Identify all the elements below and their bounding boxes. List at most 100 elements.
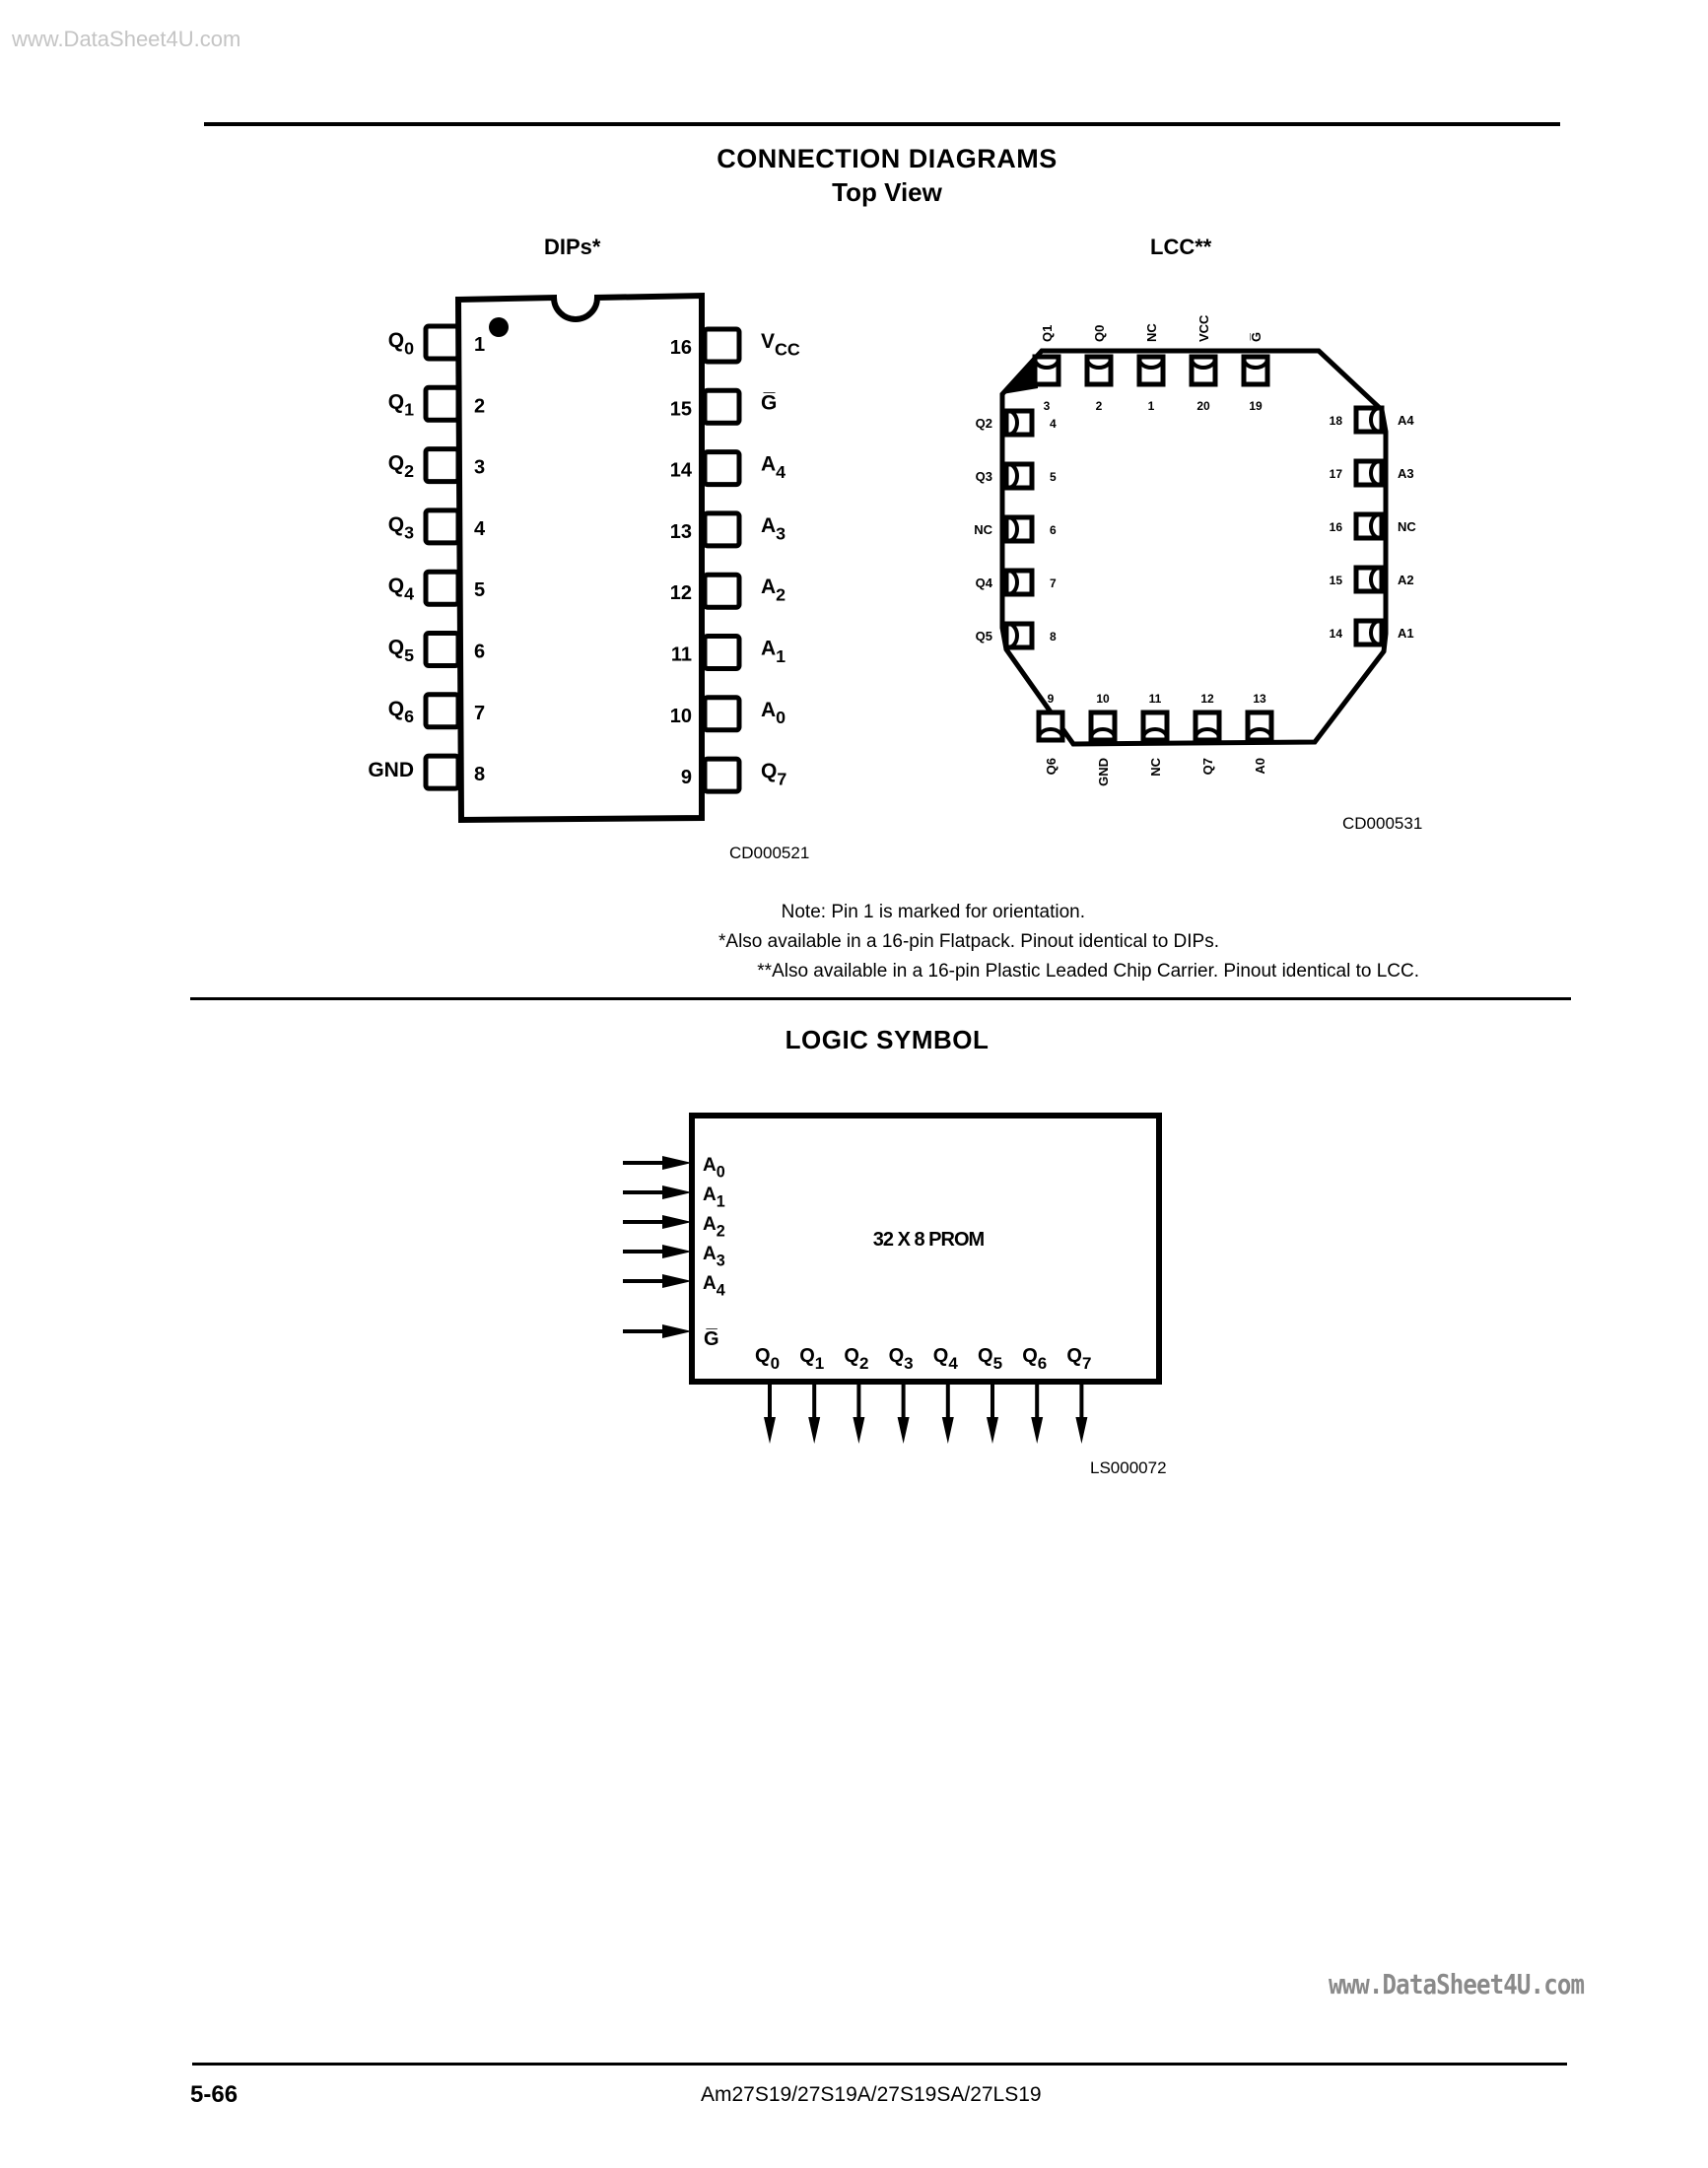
lcc-code: CD000531: [1342, 814, 1423, 833]
arrow-down-icon: [808, 1417, 821, 1444]
arrow-down-icon: [764, 1417, 776, 1444]
lcc-pin-name: Q7: [1200, 758, 1215, 775]
lcc-pin-number: 3: [1044, 399, 1051, 413]
lcc-pin-name: VCC: [1196, 314, 1211, 342]
arrow-down-icon: [987, 1417, 998, 1444]
dip-pin-number: 9: [681, 767, 692, 788]
input-label-A4: A4: [703, 1273, 725, 1300]
lcc-diagram: 3Q12Q01NC20VCC19G̅9Q610GND11NC12Q713A04Q…: [974, 314, 1416, 786]
lcc-pin-number: 6: [1050, 523, 1057, 537]
lcc-pin-name: Q4: [976, 576, 993, 590]
output-label-Q0: Q0: [755, 1345, 780, 1373]
lcc-pin-19: [1241, 354, 1270, 387]
output-label-Q3: Q3: [889, 1345, 914, 1373]
arrow-down-icon: [1031, 1417, 1044, 1444]
output-label-Q1: Q1: [799, 1345, 824, 1373]
arrow-down-icon: [853, 1417, 865, 1444]
dip-pin-number: 1: [474, 334, 485, 356]
dip-pin-5: [423, 569, 461, 607]
arrow-right-icon: [662, 1245, 692, 1258]
dip-pin-number: 15: [670, 398, 692, 420]
enable-label: G̅: [704, 1328, 719, 1350]
arrow-down-icon: [897, 1417, 910, 1444]
lcc-pin-2: [1084, 354, 1114, 387]
output-label-Q7: Q7: [1066, 1345, 1091, 1373]
dip-pin-16: [702, 326, 742, 365]
dip-pin-name: Q5: [388, 637, 414, 665]
lcc-pin-3: [1032, 354, 1061, 387]
dip-pin-name: VCC: [761, 330, 800, 359]
top-divider: [204, 122, 1560, 126]
note-flatpack: *Also available in a 16-pin Flatpack. Pi…: [718, 931, 1219, 952]
lcc-pin-number: 17: [1330, 467, 1343, 481]
dip-pin-name: A2: [761, 576, 786, 604]
lcc-pin-name: Q1: [1040, 325, 1055, 342]
lcc-pin-name: Q3: [976, 469, 992, 484]
arrow-right-icon: [662, 1156, 692, 1170]
dip-pin-name: GND: [368, 759, 414, 781]
output-label-Q5: Q5: [978, 1345, 1002, 1373]
prom-block-label: 32 X 8 PROM: [873, 1229, 985, 1251]
dip-pin-number: 4: [474, 518, 486, 540]
lcc-pin-name: NC: [1144, 323, 1159, 342]
logic-symbol-code: LS000072: [1090, 1458, 1167, 1477]
dip-code: CD000521: [729, 844, 810, 862]
lcc-pin-name: NC: [1398, 519, 1416, 534]
dip-pin-11: [702, 634, 742, 671]
lcc-pin-11: [1140, 710, 1170, 743]
lcc-pin-20: [1189, 354, 1218, 387]
dip-pin-3: [423, 446, 461, 485]
arrow-right-icon: [662, 1324, 692, 1338]
watermark-top: www.DataSheet4U.com: [12, 27, 241, 51]
dip-body: [454, 292, 705, 824]
prom-block: [689, 1113, 1162, 1385]
lcc-pin-name: A1: [1398, 626, 1414, 641]
arrow-down-icon: [941, 1417, 954, 1444]
lcc-pin-13: [1245, 710, 1274, 743]
dip-pin-15: [702, 387, 742, 426]
arrow-right-icon: [662, 1215, 692, 1229]
dip-pin-name: Q2: [388, 452, 414, 481]
dip-pin-number: 7: [474, 703, 485, 724]
lcc-pin-number: 13: [1253, 692, 1266, 706]
output-label-Q4: Q4: [933, 1345, 959, 1373]
lcc-pin-name: Q6: [1044, 758, 1059, 775]
dip-pin-name: G̅: [761, 391, 777, 414]
dip-pin-7: [423, 692, 461, 730]
lcc-pin-name: GND: [1096, 758, 1111, 786]
lcc-pin-4: [1003, 408, 1035, 438]
lcc-index-corner-icon: [1002, 357, 1038, 394]
dip-pin-4: [423, 508, 461, 546]
lcc-pin-number: 7: [1050, 576, 1057, 590]
dip-pin-1: [423, 323, 461, 362]
lcc-pin-name: Q5: [976, 629, 992, 644]
lcc-pin-number: 1: [1148, 399, 1155, 413]
middle-divider: [190, 997, 1571, 1000]
dip-pin-name: Q3: [388, 513, 414, 542]
dip-pin-12: [702, 572, 742, 610]
dip-pin-number: 3: [474, 457, 485, 479]
lcc-body: [999, 348, 1389, 747]
dip-pin-10: [702, 695, 742, 733]
dip-pin-13: [702, 510, 742, 549]
input-label-A3: A3: [703, 1244, 725, 1270]
lcc-pin-10: [1088, 710, 1118, 743]
dip-pin-name: A0: [761, 699, 786, 727]
lcc-pin-number: 16: [1330, 520, 1343, 534]
dip-pin-name: A1: [761, 638, 786, 666]
dip-pin-number: 5: [474, 579, 485, 601]
lcc-pin-number: 14: [1330, 627, 1343, 641]
dip-pin-number: 8: [474, 764, 485, 785]
lcc-pin-number: 18: [1330, 414, 1343, 428]
lcc-pin-name: G̅: [1249, 332, 1264, 342]
lcc-label: LCC**: [1150, 235, 1212, 259]
lcc-pin-number: 9: [1048, 692, 1055, 706]
enable-input: G̅: [623, 1324, 719, 1350]
lcc-pin-number: 15: [1330, 574, 1343, 587]
lcc-pin-number: 5: [1050, 470, 1057, 484]
